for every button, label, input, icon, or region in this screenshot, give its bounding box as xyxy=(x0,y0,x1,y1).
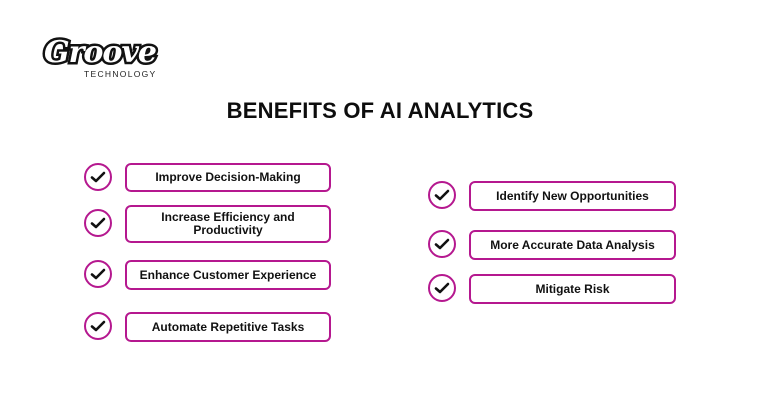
benefit-label: Enhance Customer Experience xyxy=(139,267,317,282)
benefit-label: Identify New Opportunities xyxy=(496,188,649,203)
benefit-label-box: More Accurate Data Analysis xyxy=(469,230,676,260)
check-circle-icon xyxy=(84,312,112,340)
check-circle-icon xyxy=(428,181,456,209)
benefit-label-box: Improve Decision-Making xyxy=(125,163,331,192)
logo-subtitle: TECHNOLOGY xyxy=(84,69,157,79)
benefit-label: More Accurate Data Analysis xyxy=(490,237,655,252)
groove-technology-logo: Groove TECHNOLOGY xyxy=(42,33,160,80)
benefit-label: Increase Efficiency and Productivity xyxy=(161,210,295,237)
benefit-label-box: Increase Efficiency and Productivity xyxy=(125,205,331,243)
logo-wordmark: Groove xyxy=(42,33,160,72)
benefit-label-box: Enhance Customer Experience xyxy=(125,260,331,290)
check-circle-icon xyxy=(84,163,112,191)
benefit-label-box: Mitigate Risk xyxy=(469,274,676,304)
benefit-label-box: Automate Repetitive Tasks xyxy=(125,312,331,342)
check-circle-icon xyxy=(428,230,456,258)
benefit-label: Mitigate Risk xyxy=(535,281,610,296)
benefit-label: Automate Repetitive Tasks xyxy=(151,319,305,334)
benefit-label: Improve Decision-Making xyxy=(155,170,301,184)
page-title: BENEFITS OF AI ANALYTICS xyxy=(226,98,534,123)
benefit-label-box: Identify New Opportunities xyxy=(469,181,676,211)
check-circle-icon xyxy=(84,260,112,288)
check-circle-icon xyxy=(84,209,112,237)
check-circle-icon xyxy=(428,274,456,302)
